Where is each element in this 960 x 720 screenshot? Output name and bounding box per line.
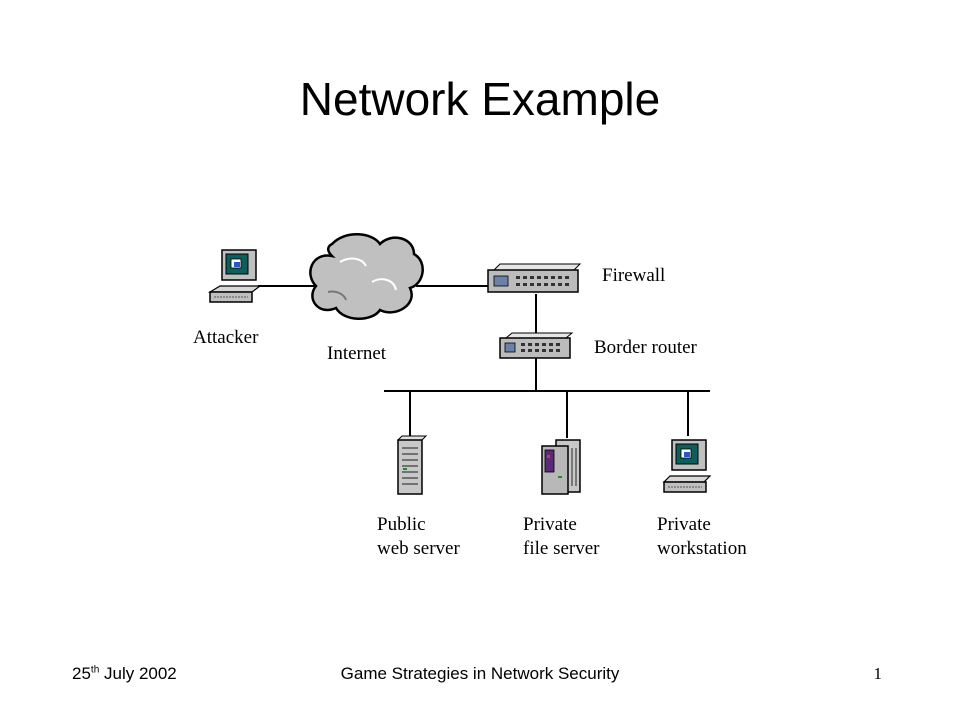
firewall-label: Firewall (602, 265, 666, 286)
footer-date-suffix: th (90, 664, 100, 676)
attacker-computer-icon (207, 249, 262, 303)
file-server-label-line1: Private (523, 514, 577, 535)
file-server-label-line2: file server (523, 538, 600, 559)
web-server-label-line2: web server (377, 538, 460, 559)
footer-date-day: 25 (72, 664, 91, 683)
workstation-label-line1: Private (657, 514, 711, 535)
internet-label: Internet (327, 343, 387, 364)
web-server-tower-icon (396, 435, 428, 495)
footer-date: 25th July 2002 (72, 664, 177, 684)
file-server-label: Private file server (523, 513, 599, 561)
footer-title-text: Game Strategies in Network Security (340, 664, 620, 683)
footer-page-number: 1 (873, 664, 883, 683)
internet-cloud-icon (309, 233, 424, 320)
attacker-label: Attacker (193, 327, 259, 348)
slide-title: Network Example (299, 73, 661, 125)
workstation-label-line2: workstation (657, 538, 747, 559)
border-router-device-icon (499, 332, 574, 359)
workstation-computer-icon (662, 439, 712, 493)
footer-date-rest: July 2002 (99, 664, 177, 683)
workstation-label: Private workstation (657, 513, 747, 561)
web-server-label-line1: Public (377, 514, 426, 535)
border-router-label: Border router (594, 337, 697, 358)
footer-title: Game Strategies in Network Security (0, 664, 960, 684)
connection-lines (258, 285, 710, 438)
firewall-device-icon (487, 263, 582, 293)
web-server-label: Public web server (377, 513, 460, 561)
file-server-icon (541, 439, 581, 495)
